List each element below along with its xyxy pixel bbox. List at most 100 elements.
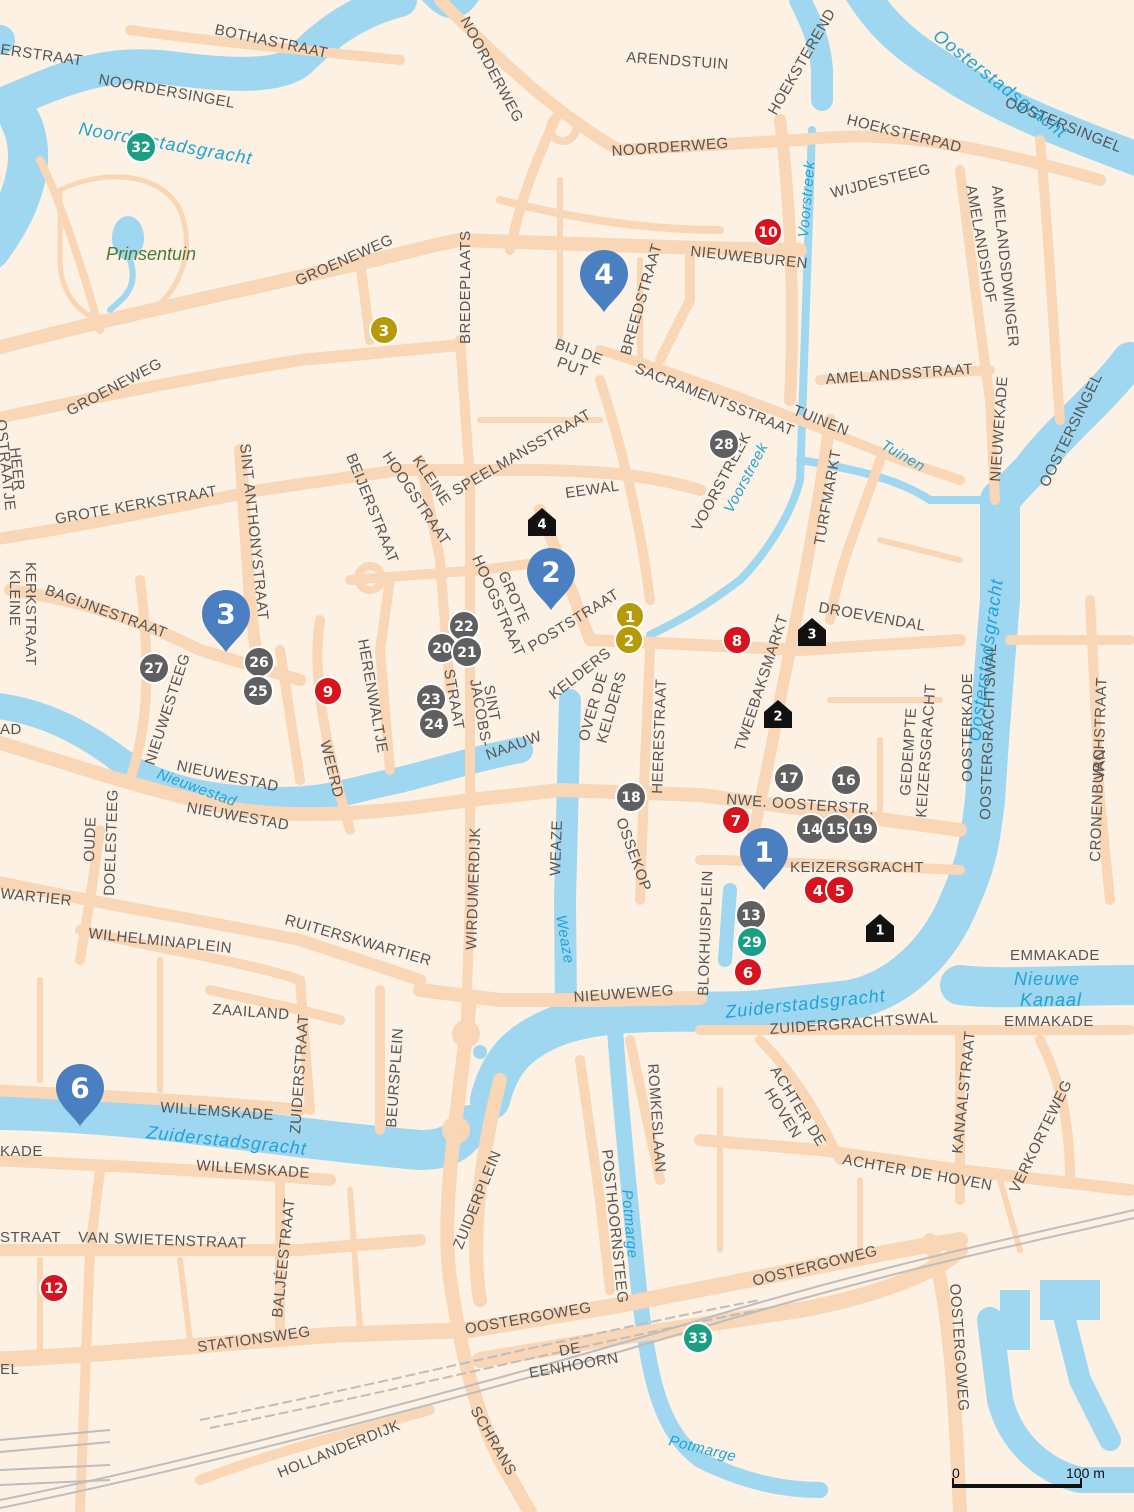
- gray-marker-13[interactable]: 13: [735, 899, 767, 931]
- house-icon: [528, 508, 556, 536]
- water-label-potmarge-1: Potmarge: [618, 1189, 641, 1259]
- gray-marker-19[interactable]: 19: [847, 813, 879, 845]
- street-ad: AD: [0, 721, 22, 738]
- gray-marker-27[interactable]: 27: [138, 652, 170, 684]
- gray-marker-16[interactable]: 16: [830, 764, 862, 796]
- gray-marker-16-label: 16: [836, 773, 855, 789]
- street-el: EL: [0, 1361, 19, 1378]
- red-marker-9[interactable]: 9: [313, 676, 343, 706]
- street-cronenburchstraat: CRONENBURCHSTRAAT: [1087, 677, 1110, 862]
- house-marker-4[interactable]: 4: [528, 508, 556, 536]
- gold-marker-2[interactable]: 2: [614, 625, 644, 655]
- water-label-nieuwe: Nieuwe: [1014, 969, 1080, 989]
- roundabouts: [354, 111, 580, 1144]
- teal-marker-29-label: 29: [742, 935, 761, 951]
- water-label-voorstreek-1: Voorstreek: [795, 159, 819, 238]
- street-blokhuisplein: BLOKHUISPLEIN: [695, 870, 716, 996]
- street-oostergrachtswal: OOSTERGRACHTSWAL: [977, 643, 1000, 820]
- street-wirdumerdijk: WIRDUMERDIJK: [463, 827, 484, 950]
- gold-marker-3-label: 3: [379, 322, 389, 340]
- street-weaze: WEAZE: [547, 820, 566, 876]
- street-kade: KADE: [0, 1143, 43, 1160]
- gray-marker-17-label: 17: [779, 771, 798, 787]
- street-heer: HEER: [6, 447, 27, 492]
- gray-marker-28[interactable]: 28: [708, 428, 740, 460]
- street-beursplein: BEURSPLEIN: [383, 1027, 407, 1128]
- pin-marker-3-label: 3: [216, 598, 235, 631]
- street-doelesteeg: DOELESTEEG: [101, 789, 122, 896]
- street-emmakade-2: EMMAKADE: [1004, 1013, 1094, 1030]
- house-icon: [764, 700, 792, 728]
- gray-marker-23-label: 23: [421, 692, 440, 708]
- red-marker-5[interactable]: 5: [825, 875, 855, 905]
- gray-marker-27-label: 27: [144, 661, 163, 677]
- teal-marker-32-label: 32: [131, 140, 150, 156]
- gray-marker-22-label: 22: [454, 619, 473, 635]
- gray-marker-19-label: 19: [853, 822, 872, 838]
- pin-marker-4[interactable]: 4: [580, 250, 628, 312]
- scale-bar-line: [952, 1484, 1082, 1488]
- red-marker-9-label: 9: [323, 683, 333, 701]
- pin-marker-6-label: 6: [70, 1072, 89, 1105]
- gray-marker-15[interactable]: 15: [820, 813, 852, 845]
- street-de: DE: [558, 1339, 582, 1360]
- scale-bar-start: 0: [952, 1465, 960, 1481]
- gray-marker-14-label: 14: [801, 822, 821, 838]
- red-marker-8-label: 8: [732, 632, 742, 650]
- street-bredeplaats: BREDEPLAATS: [457, 230, 474, 344]
- gray-marker-24-label: 24: [424, 717, 444, 733]
- gray-marker-22[interactable]: 22: [448, 610, 480, 642]
- red-marker-12[interactable]: 12: [39, 1273, 69, 1303]
- street-zaailand: ZAAILAND: [212, 1001, 290, 1023]
- red-marker-7[interactable]: 7: [721, 805, 751, 835]
- pin-marker-1-label: 1: [754, 836, 773, 869]
- street-gedempte: GEDEMPTE: [897, 707, 920, 796]
- pin-marker-4-label: 4: [594, 258, 613, 291]
- street-sint: SINT: [480, 684, 503, 723]
- pin-marker-6[interactable]: 6: [56, 1064, 104, 1126]
- teal-marker-29[interactable]: 29: [736, 926, 768, 958]
- red-marker-12-label: 12: [44, 1281, 63, 1297]
- street-kleine-k: KLEINE: [6, 570, 23, 626]
- pin-marker-2-label: 2: [541, 556, 560, 589]
- scale-bar-end: 100 m: [1066, 1465, 1105, 1481]
- gray-marker-24[interactable]: 24: [418, 708, 450, 740]
- gray-marker-18-label: 18: [621, 790, 640, 806]
- gray-marker-17[interactable]: 17: [773, 762, 805, 794]
- house-marker-2[interactable]: 2: [764, 700, 792, 728]
- house-icon: [866, 914, 894, 942]
- red-marker-10[interactable]: 10: [753, 217, 783, 247]
- pin-marker-3[interactable]: 3: [202, 590, 250, 652]
- gray-marker-18[interactable]: 18: [615, 781, 647, 813]
- street-oude: OUDE: [81, 816, 100, 862]
- house-marker-1[interactable]: 1: [866, 914, 894, 942]
- gray-marker-25-label: 25: [248, 684, 267, 700]
- red-marker-8[interactable]: 8: [722, 625, 752, 655]
- house-marker-3[interactable]: 3: [798, 618, 826, 646]
- poi-markers: 10 8 9 7 4 5 6 12 28 22 20 21 26 27 25 2…: [39, 131, 894, 1354]
- house-marker-4-label: 4: [537, 518, 546, 533]
- teal-marker-33[interactable]: 33: [682, 1322, 714, 1354]
- gray-marker-25[interactable]: 25: [242, 675, 274, 707]
- park-label-prinsentuin: Prinsentuin: [106, 244, 196, 264]
- house-marker-2-label: 2: [773, 710, 782, 725]
- house-icon: [798, 618, 826, 646]
- street-keizersgracht: KEIZERSGRACHT: [790, 859, 924, 876]
- pin-marker-2[interactable]: 2: [527, 548, 575, 610]
- gray-marker-21[interactable]: 21: [451, 636, 483, 668]
- gray-marker-28-label: 28: [714, 437, 733, 453]
- red-marker-10-label: 10: [758, 225, 778, 241]
- pin-marker-1[interactable]: 1: [740, 828, 788, 890]
- gold-marker-2-label: 2: [624, 632, 634, 650]
- gray-marker-26[interactable]: 26: [243, 646, 275, 678]
- railway: [0, 1209, 1134, 1509]
- gold-marker-1-label: 1: [625, 608, 635, 626]
- scale-bar: 0 100 m: [952, 1465, 1105, 1488]
- teal-marker-32[interactable]: 32: [125, 131, 157, 163]
- gold-marker-3[interactable]: 3: [369, 315, 399, 345]
- route-pins: 4 2 3 1 6: [56, 250, 788, 1126]
- teal-marker-33-label: 33: [688, 1331, 707, 1347]
- street-van: VAN: [1091, 748, 1109, 780]
- red-marker-6[interactable]: 6: [733, 957, 763, 987]
